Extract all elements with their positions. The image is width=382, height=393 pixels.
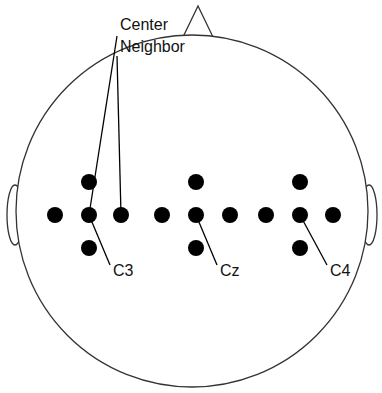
electrode-dot: [47, 207, 63, 223]
nose: [183, 6, 213, 37]
head-outline: [16, 35, 368, 387]
leader-line: [89, 36, 117, 215]
electrode-dot: [292, 240, 308, 256]
electrode-dot: [292, 174, 308, 190]
leader-line: [196, 215, 217, 265]
leader-line: [117, 56, 121, 215]
leader-line: [300, 215, 327, 265]
electrode-dot: [258, 207, 274, 223]
leader-lines: [89, 36, 327, 265]
electrode-label: C4: [330, 262, 350, 280]
electrode-dot: [222, 207, 238, 223]
electrode-label: C3: [113, 262, 133, 280]
electrode-dot: [188, 240, 204, 256]
leader-line: [89, 215, 110, 265]
electrode-dot: [81, 240, 97, 256]
electrode-label: Cz: [220, 262, 240, 280]
annotation-label: Center: [120, 16, 168, 34]
electrode-dot: [325, 207, 341, 223]
electrode-dot: [188, 174, 204, 190]
annotation-label: Neighbor: [120, 38, 185, 56]
electrodes: [47, 174, 341, 256]
electrode-dot: [154, 207, 170, 223]
